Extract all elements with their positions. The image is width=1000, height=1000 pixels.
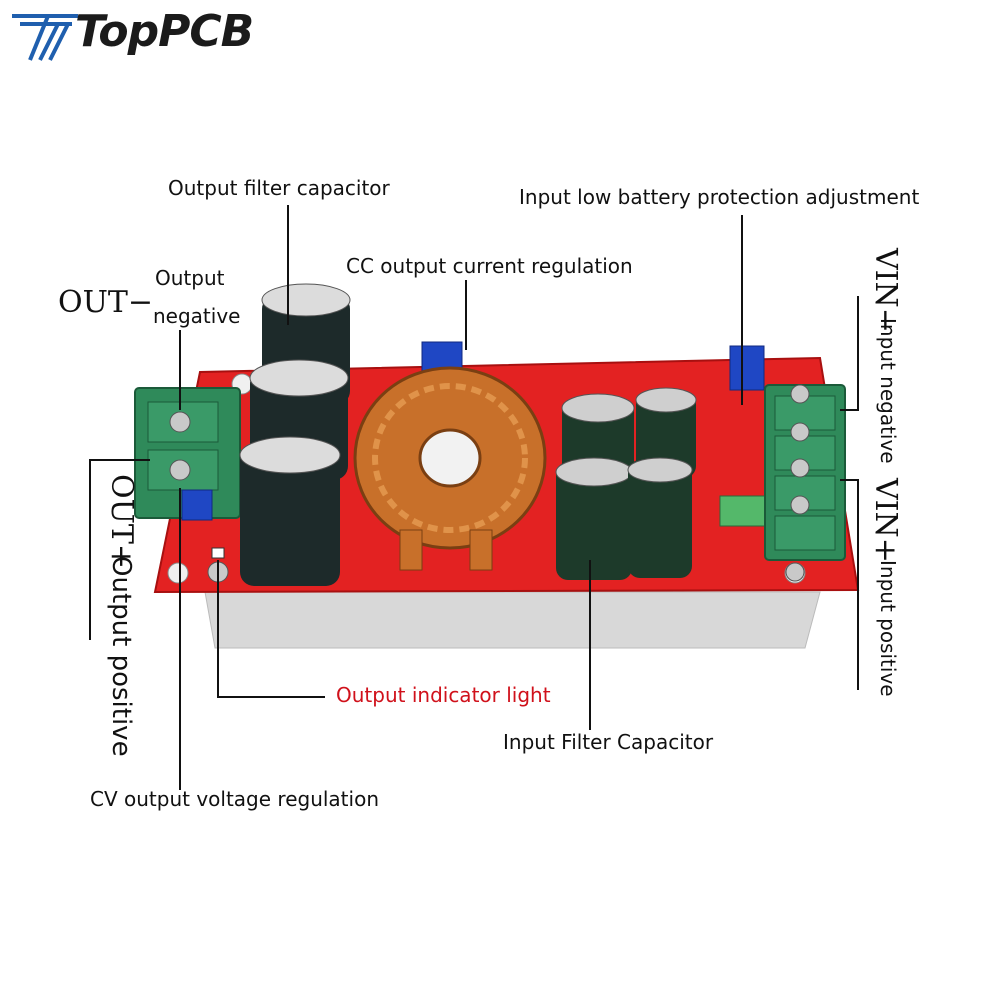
label-input-low-battery: Input low battery protection adjustment	[519, 185, 920, 209]
output-capacitor	[240, 446, 340, 586]
label-cv-output-voltage: CV output voltage regulation	[90, 787, 379, 811]
fuse	[719, 495, 771, 527]
input-capacitor	[628, 460, 692, 578]
output-indicator-led	[211, 547, 225, 559]
callout-vin-minus	[840, 296, 859, 411]
cv-potentiometer	[181, 489, 213, 521]
terminal-screw	[169, 459, 191, 481]
label-output-indicator: Output indicator light	[336, 683, 551, 707]
heatsink	[204, 591, 821, 649]
terminal-screw	[790, 422, 810, 442]
label-output-filter-capacitor: Output filter capacitor	[168, 176, 390, 200]
label-output-positive: Output positive	[106, 556, 136, 757]
label-input-filter-capacitor: Input Filter Capacitor	[503, 730, 714, 754]
terminal-screw	[790, 384, 810, 404]
logo-mark-icon	[12, 14, 78, 61]
mounting-hole	[167, 562, 189, 584]
input-capacitor	[636, 392, 696, 478]
brand-name: TopPCB	[75, 6, 254, 57]
label-output-negative-line1: Output	[155, 266, 225, 290]
label-input-positive: Input positive	[876, 560, 900, 697]
callout-indicator	[217, 560, 325, 698]
input-capacitor	[556, 462, 632, 580]
low-battery-potentiometer	[729, 345, 765, 391]
terminal-screw	[790, 495, 810, 515]
terminal-screw	[169, 411, 191, 433]
label-input-negative: Input negative	[876, 318, 900, 464]
callout-output-positive	[89, 459, 150, 640]
terminal-screw	[790, 458, 810, 478]
label-vin-plus: VIN+	[868, 478, 903, 563]
callout-vin-plus	[840, 479, 859, 690]
label-out-plus: OUT+	[104, 474, 139, 570]
label-cc-output-current: CC output current regulation	[346, 254, 633, 278]
label-out-minus: OUT−	[58, 285, 154, 320]
label-output-negative-line2: negative	[153, 304, 241, 328]
